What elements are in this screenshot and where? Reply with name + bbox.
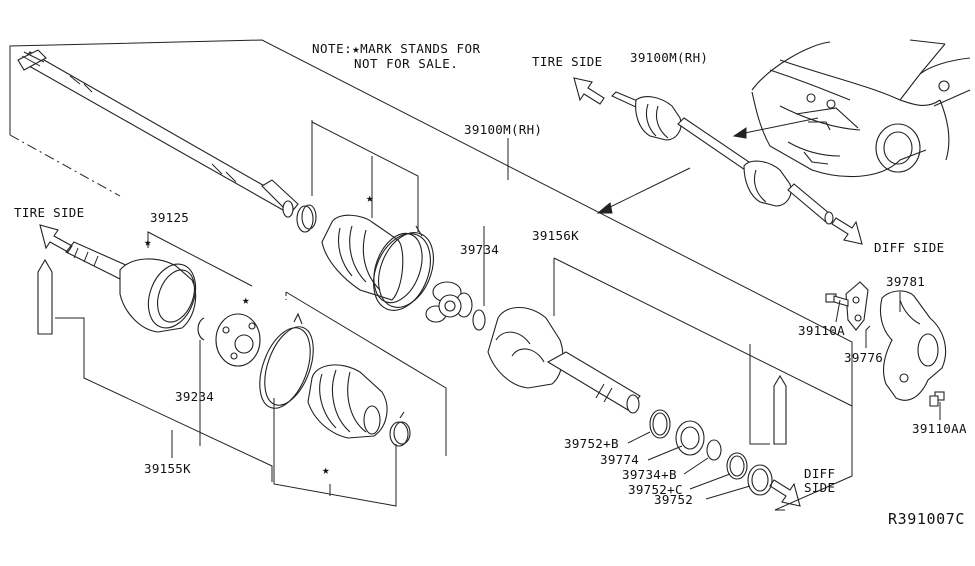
- callout-39752C: 39752+C: [628, 482, 683, 497]
- callout-39752B: 39752+B: [564, 436, 619, 451]
- bolt-39110A: [825, 293, 849, 307]
- bolt-39110AA: [929, 391, 945, 407]
- inner-race: [215, 313, 261, 367]
- leader-lines: [55, 120, 853, 507]
- diff-side-arrow-bottom: [769, 479, 801, 507]
- inner-joint-housing: [487, 306, 641, 414]
- direction-arrows: [596, 117, 819, 214]
- bracket-39776: [845, 281, 869, 331]
- star-mark-outer-joint: ★: [144, 234, 152, 249]
- bearing-39774: [675, 420, 705, 456]
- snap-ring-39734: [472, 309, 486, 331]
- seal-39752: [747, 464, 773, 496]
- knuckle-39781: [879, 290, 947, 401]
- callout-39781: 39781: [886, 274, 925, 289]
- boot-band-large: [373, 225, 434, 311]
- callout-39776: 39776: [844, 350, 883, 365]
- callout-39110A: 39110A: [798, 323, 845, 338]
- tire-side-arrow-left: [39, 224, 73, 253]
- drive-shaft: [17, 49, 299, 218]
- car-front-illustration: [751, 39, 971, 178]
- callout-39155K: 39155K: [144, 461, 191, 476]
- inner-boot: [321, 214, 423, 304]
- outer-boot: [307, 364, 388, 439]
- callout-39752: 39752: [654, 492, 693, 507]
- callout-39110AA: 39110AA: [912, 421, 967, 436]
- callout-39100M-mid: 39100M(RH): [464, 122, 542, 137]
- circlip-39234: [197, 317, 205, 341]
- shaft-assembly-thumbnail: [611, 91, 834, 225]
- star-mark-boot-lower: ★: [322, 462, 330, 477]
- callout-39156K: 39156K: [532, 228, 579, 243]
- boot-band-small: [389, 411, 411, 447]
- callout-39100M-top: 39100M(RH): [630, 50, 708, 65]
- grease-tube-right: [773, 374, 787, 445]
- seal-39752C: [726, 452, 748, 480]
- tire-side-label-left: TIRE SIDE: [14, 205, 84, 220]
- oil-seal-39752B: [649, 409, 671, 439]
- reference-code: R391007C: [888, 510, 965, 528]
- star-mark-boot-upper: ★: [366, 190, 374, 205]
- callout-39734B: 39734+B: [622, 467, 677, 482]
- diff-side-arrow-right: [831, 217, 863, 245]
- diff-side-label-bottom-2: SIDE: [804, 480, 835, 495]
- callout-39774: 39774: [600, 452, 639, 467]
- snap-ring-39734B: [706, 439, 722, 461]
- callout-39734: 39734: [460, 242, 499, 257]
- tire-side-label-right: TIRE SIDE: [532, 54, 602, 69]
- tripod-spider: [425, 281, 473, 323]
- callout-39125: 39125: [150, 210, 189, 225]
- shaft-clamp: [296, 204, 317, 233]
- callout-39234: 39234: [175, 389, 214, 404]
- diff-side-label-bottom-1: DIFF: [804, 466, 835, 481]
- star-mark-inner-race: ★: [242, 292, 250, 307]
- note-line-2: NOT FOR SALE.: [354, 56, 458, 71]
- assembly-frame: [9, 39, 853, 511]
- bracket-leaders: [835, 292, 941, 420]
- diff-side-label-right: DIFF SIDE: [874, 240, 944, 255]
- grease-tube-left: [37, 258, 53, 335]
- tire-side-arrow-right: [573, 77, 605, 105]
- outer-cv-joint: [65, 241, 197, 333]
- boot-band-outer: [259, 312, 314, 409]
- note-line-1: NOTE:★MARK STANDS FOR: [312, 41, 481, 56]
